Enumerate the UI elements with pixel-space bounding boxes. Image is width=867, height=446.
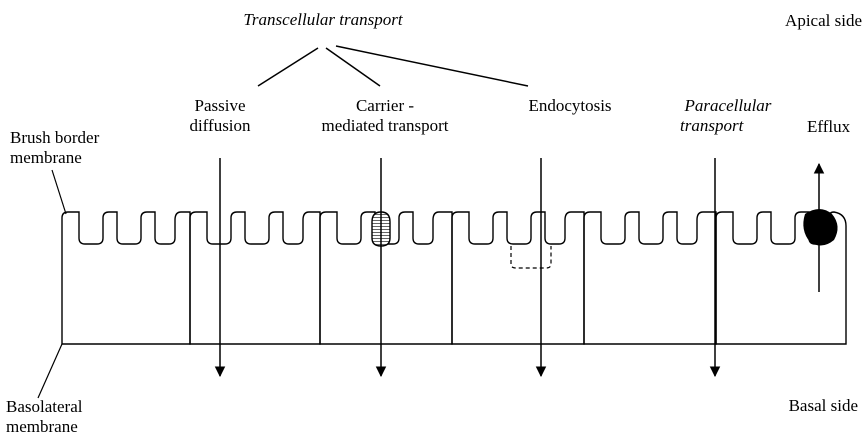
brush-label-line2: membrane <box>10 148 99 168</box>
cell-1 <box>62 212 190 344</box>
branch-line-endocytosis <box>336 46 528 86</box>
basal-side-label: Basal side <box>742 396 858 416</box>
brush-border-membrane-label: Brush border membrane <box>10 128 99 168</box>
cell-4 <box>452 212 584 344</box>
basolateral-label-line1: Basolateral <box>6 397 82 417</box>
basolateral-label-line2: membrane <box>6 417 82 437</box>
branch-lines <box>258 46 528 86</box>
passive-label-line1: Passive <box>170 96 270 116</box>
paracellular-label-line1: Paracellular <box>668 96 788 116</box>
passive-diffusion-label: Passive diffusion <box>170 96 270 136</box>
carrier-mediated-label: Carrier - mediated transport <box>300 96 470 136</box>
endocytic-vesicle <box>511 246 551 268</box>
cell-row <box>62 212 846 344</box>
branch-line-passive <box>258 48 318 86</box>
transcellular-transport-label: Transcellular transport <box>218 10 428 30</box>
carrier-label-line2: mediated transport <box>300 116 470 136</box>
passive-label-line2: diffusion <box>170 116 270 136</box>
cell-5 <box>584 212 716 344</box>
apical-side-label: Apical side <box>742 11 862 31</box>
endocytosis-label: Endocytosis <box>510 96 630 116</box>
basolateral-membrane-label: Basolateral membrane <box>6 397 82 437</box>
paracellular-label-line2: transport <box>668 116 788 136</box>
efflux-pump <box>803 209 837 246</box>
efflux-label: Efflux <box>807 117 850 137</box>
carrier-label-line1: Carrier - <box>300 96 470 116</box>
cell-2 <box>190 212 320 344</box>
paracellular-transport-label: Paracellular transport <box>668 96 788 136</box>
brush-label-line1: Brush border <box>10 128 99 148</box>
